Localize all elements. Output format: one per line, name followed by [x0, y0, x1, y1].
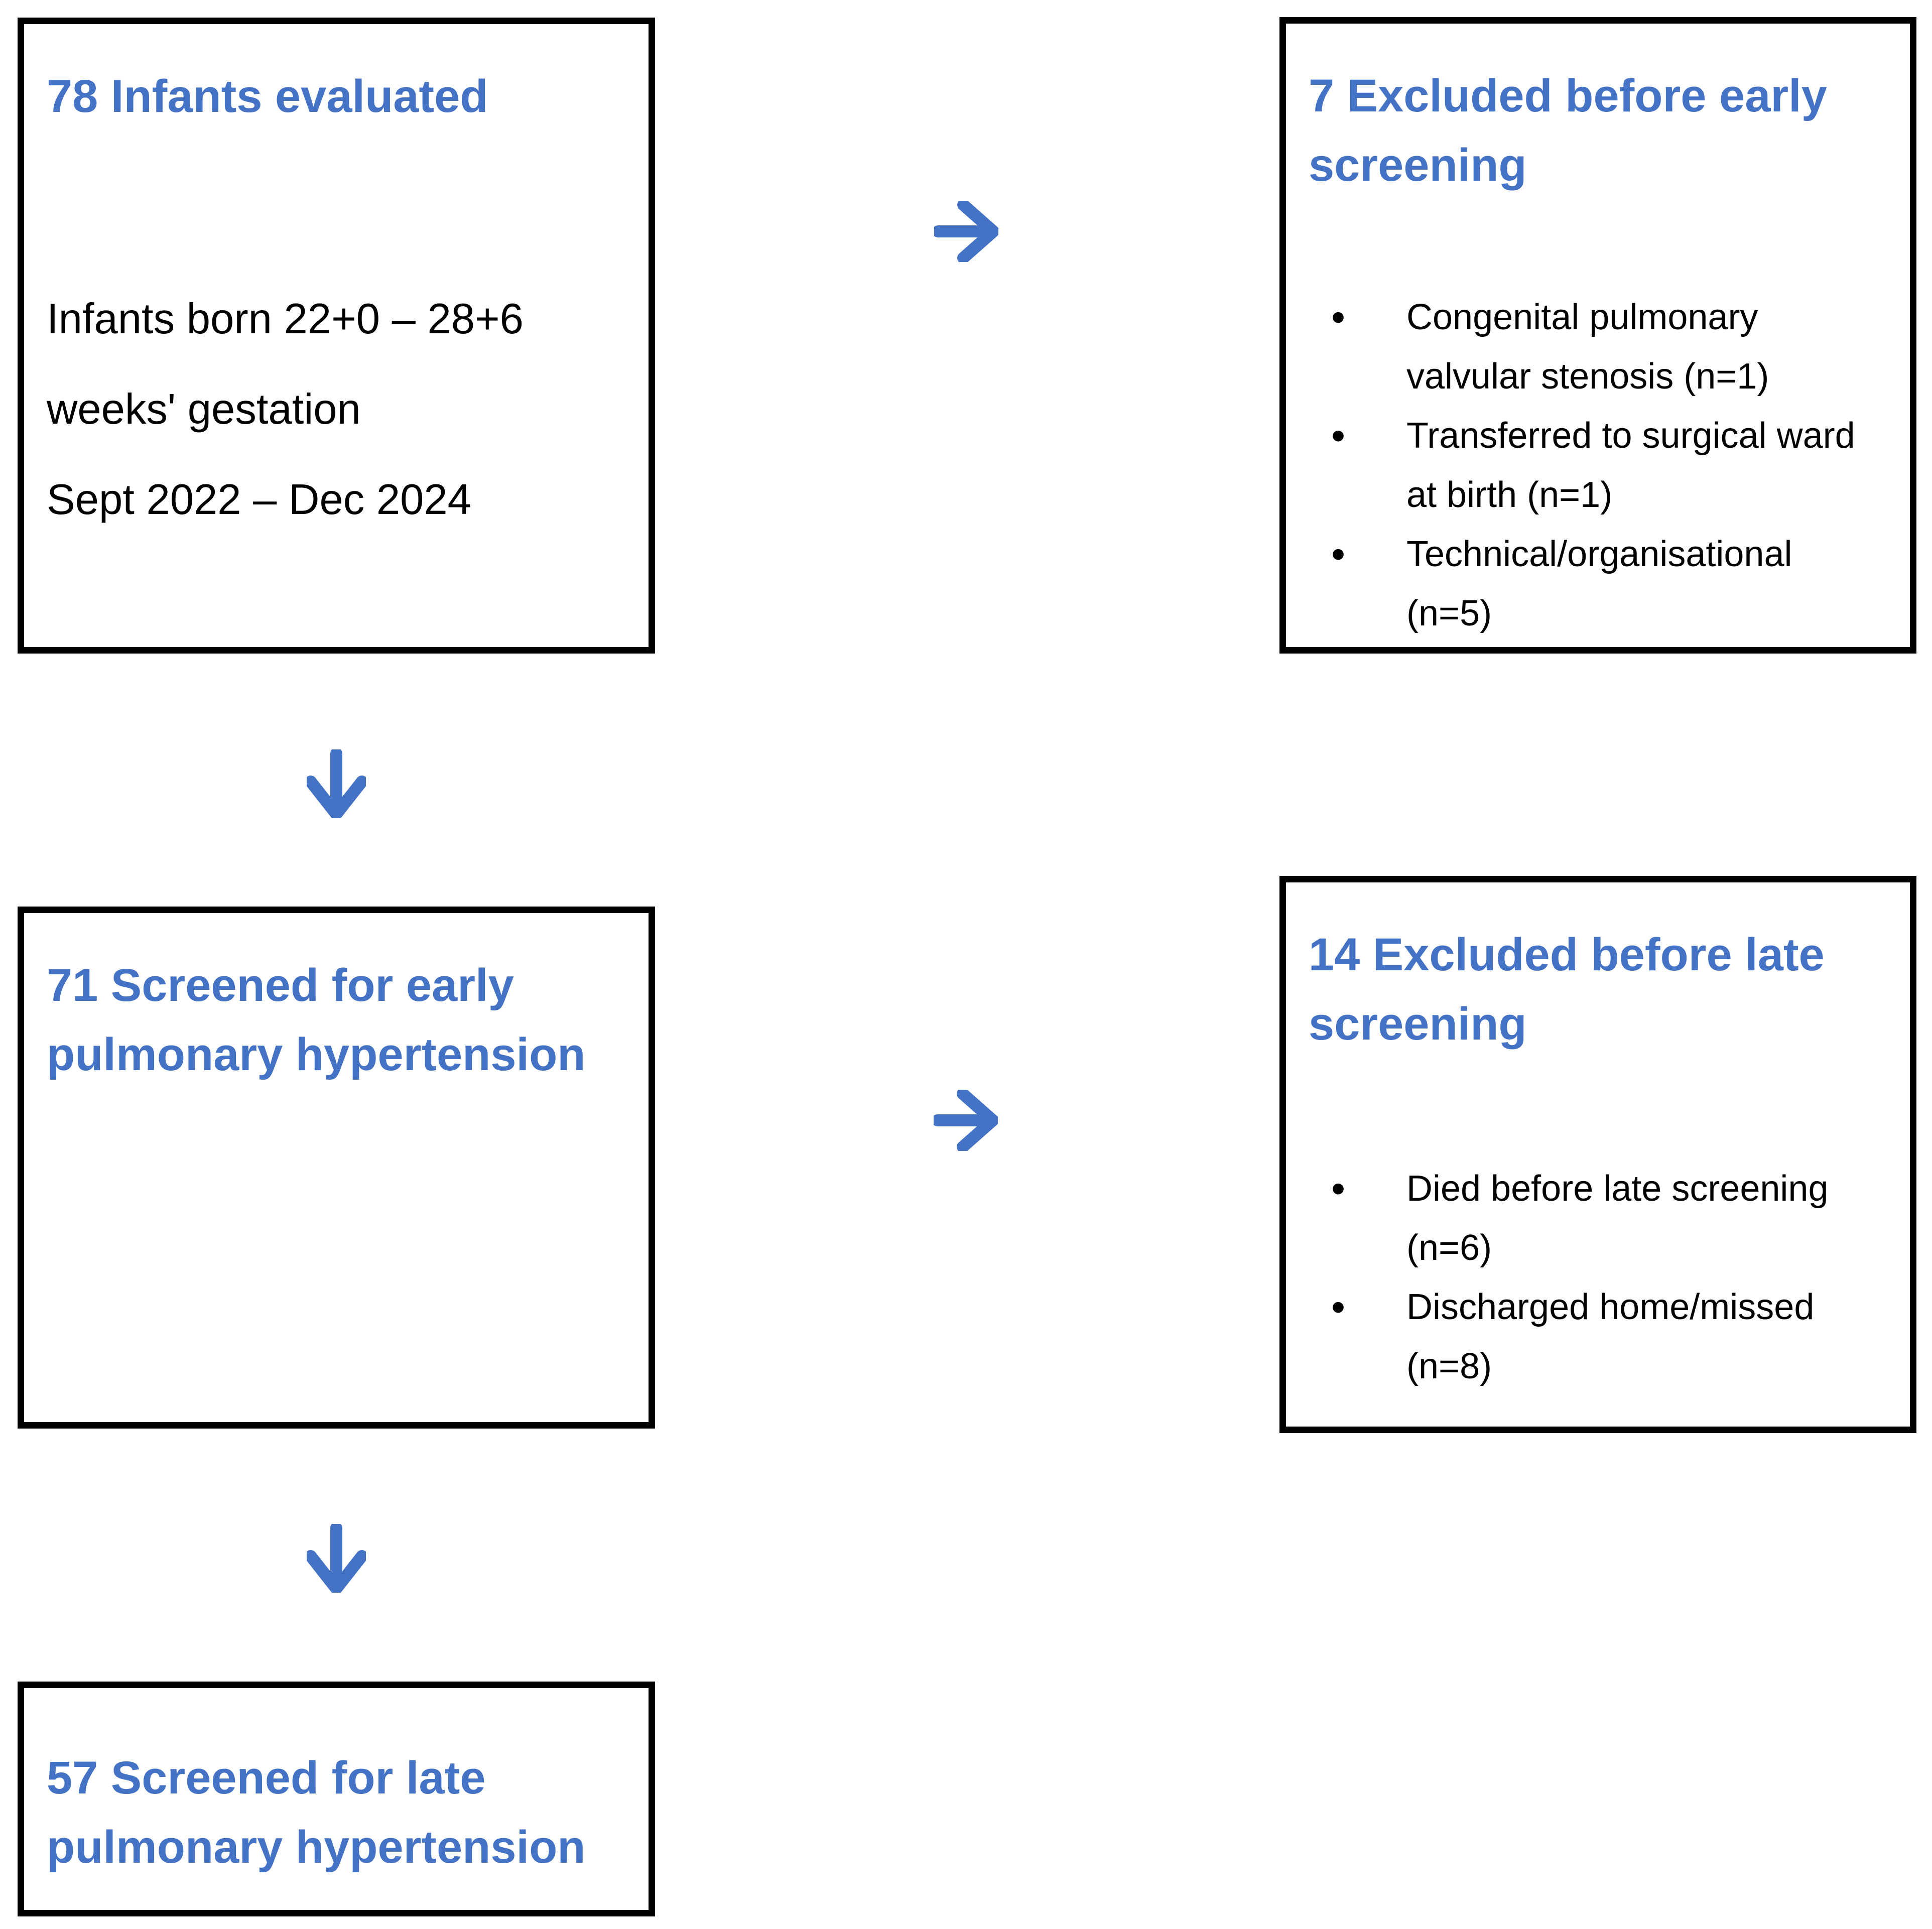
node-title-excluded-before-late-screening: 14 Excluded before late screening: [1309, 929, 1825, 1050]
right-arrow-icon: [934, 1090, 998, 1151]
node-title-excluded-before-early-screening: 7 Excluded before early screening: [1309, 70, 1827, 191]
flow-node-excluded-before-late-screening: 14 Excluded before late screening Died b…: [1279, 876, 1916, 1433]
node-title-infants-evaluated: 78 Infants evaluated: [47, 71, 488, 122]
node-body-infants-evaluated: Infants born 22+0 – 28+6 weeks' gestatio…: [47, 274, 626, 545]
flow-node-screened-early: 71 Screened for early pulmonary hyperten…: [18, 907, 655, 1429]
flow-node-infants-evaluated: 78 Infants evaluated Infants born 22+0 –…: [18, 18, 655, 654]
list-item: Transferred to surgical ward at birth (n…: [1331, 406, 1887, 525]
right-arrow-icon: [934, 201, 998, 262]
flow-node-screened-late: 57 Screened for late pulmonary hypertens…: [18, 1682, 655, 1916]
body-line-date-range: Sept 2022 – Dec 2024: [47, 476, 471, 524]
node-title-screened-late: 57 Screened for late pulmonary hypertens…: [47, 1752, 586, 1873]
exclusion-reasons-early-list: Congenital pulmonary valvular stenosis (…: [1309, 288, 1887, 643]
down-arrow-icon: [307, 1524, 366, 1593]
down-arrow-icon: [307, 749, 366, 818]
node-title-screened-early: 71 Screened for early pulmonary hyperten…: [47, 960, 586, 1080]
exclusion-reasons-late-list: Died before late screening (n=6) Dischar…: [1309, 1159, 1887, 1396]
flow-node-excluded-before-early-screening: 7 Excluded before early screening Congen…: [1279, 17, 1916, 654]
list-item: Technical/organisational (n=5): [1331, 525, 1887, 643]
list-item: Discharged home/missed (n=8): [1331, 1277, 1887, 1396]
body-line-gestation-range: Infants born 22+0 – 28+6: [47, 295, 524, 343]
list-item: Congenital pulmonary valvular stenosis (…: [1331, 288, 1887, 406]
body-line-gestation-label: weeks' gestation: [47, 385, 361, 433]
list-item: Died before late screening (n=6): [1331, 1159, 1887, 1277]
